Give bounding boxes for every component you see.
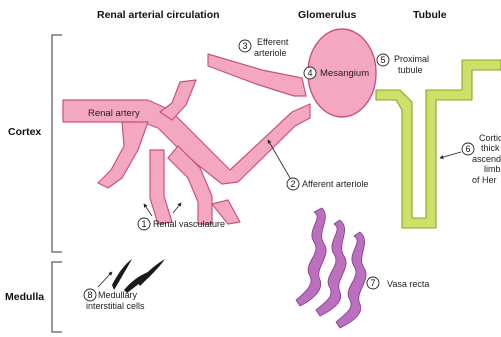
callout-6-number: 6 bbox=[465, 144, 470, 154]
callout-3: 3 bbox=[239, 40, 251, 52]
proximal-label-line2: tubule bbox=[398, 65, 423, 75]
vasa-recta-label: Vasa recta bbox=[387, 279, 429, 289]
cortical-label-line3: ascend bbox=[472, 154, 501, 164]
medulla-bracket bbox=[52, 262, 62, 332]
callout-3-number: 3 bbox=[242, 41, 247, 51]
afferent-arteriole-label: Afferent arteriole bbox=[302, 179, 368, 189]
header-tubule: Tubule bbox=[413, 9, 447, 21]
callout-8-number: 8 bbox=[87, 290, 92, 300]
cortical-label-line5: of Her bbox=[472, 175, 497, 185]
medullary-arrow bbox=[98, 272, 112, 287]
medullary-interstitial-cells bbox=[112, 259, 165, 293]
region-cortex: Cortex bbox=[8, 126, 41, 138]
efferent-label-line2: arteriole bbox=[254, 48, 287, 58]
vasculature-arrow-right bbox=[173, 203, 181, 213]
callout-8: 8 bbox=[84, 289, 96, 301]
renal-vasculature-label: Renal vasculature bbox=[153, 219, 225, 229]
efferent-label-line1: Efferent bbox=[257, 37, 289, 47]
callout-1-number: 1 bbox=[141, 219, 146, 229]
callout-1: 1 bbox=[138, 218, 150, 230]
header-renal-arterial-circulation: Renal arterial circulation bbox=[97, 9, 220, 21]
cortical-arrow bbox=[440, 152, 461, 158]
callout-4-number: 4 bbox=[307, 68, 312, 78]
callout-2-number: 2 bbox=[290, 179, 295, 189]
cortical-label-line2: thick bbox=[481, 143, 500, 153]
renal-artery-tree bbox=[63, 54, 310, 224]
cortex-bracket bbox=[52, 35, 62, 252]
region-medulla: Medulla bbox=[5, 291, 44, 303]
mesangium-label: Mesangium bbox=[320, 68, 369, 79]
cortical-label-line1: Cortic bbox=[479, 133, 501, 143]
callout-7-number: 7 bbox=[370, 278, 375, 288]
renal-artery-label: Renal artery bbox=[88, 108, 140, 119]
callout-6: 6 bbox=[462, 143, 474, 155]
callout-2: 2 bbox=[287, 178, 299, 190]
callout-4: 4 bbox=[304, 67, 316, 79]
header-glomerulus: Glomerulus bbox=[298, 9, 357, 21]
vasculature-arrow-left bbox=[144, 204, 152, 216]
callout-7: 7 bbox=[367, 277, 379, 289]
vasa-recta bbox=[296, 208, 366, 328]
proximal-label-line1: Proximal bbox=[394, 54, 429, 64]
medullary-label-line2: interstitial cells bbox=[86, 301, 145, 311]
callout-5-number: 5 bbox=[380, 55, 385, 65]
callout-5: 5 bbox=[377, 54, 389, 66]
medullary-label-line1: Medullary bbox=[98, 290, 138, 300]
cortical-label-line4: limb bbox=[484, 164, 501, 174]
afferent-arrow bbox=[268, 140, 290, 178]
